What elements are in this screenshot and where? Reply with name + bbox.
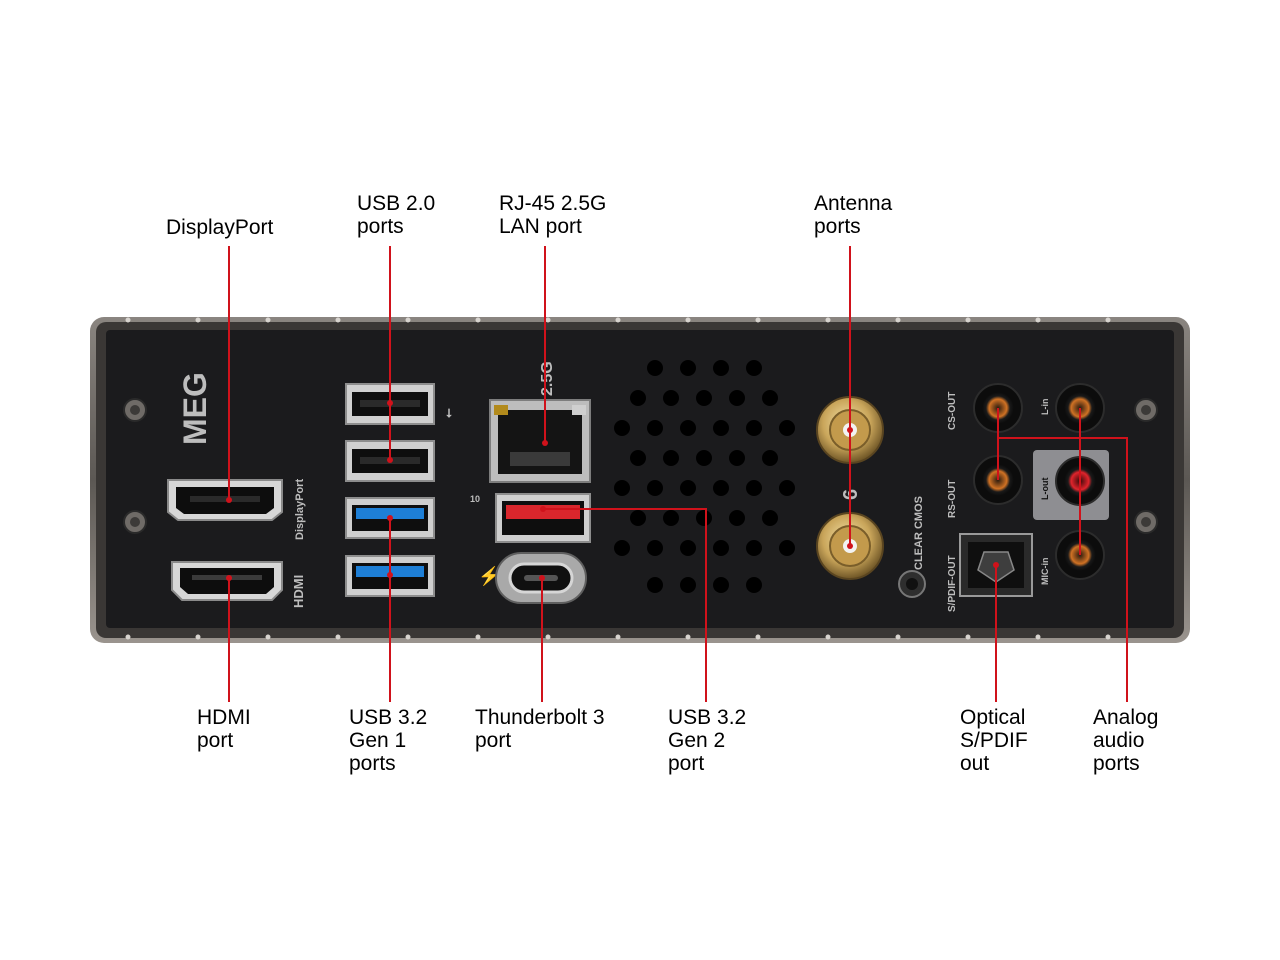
label-analog-audio: Analog audio ports [1093, 706, 1159, 775]
hdmi-silkscreen: HDMI [291, 575, 306, 608]
leader-usb32g2 [543, 508, 707, 702]
cs-out-silkscreen: CS-OUT [947, 392, 958, 430]
audio-jack-l-out: L-out [1033, 450, 1109, 520]
hdmi-connector [171, 561, 283, 601]
usb-symbol-icon: ⭠ [441, 408, 455, 418]
leader-analog [998, 437, 1128, 702]
screw-icon [123, 510, 147, 534]
label-antenna-ports: Antenna ports [814, 192, 893, 238]
leader-endpoints [226, 400, 999, 581]
label-usb20-ports: USB 2.0 ports [357, 192, 436, 238]
usb32-gen2-port [495, 493, 591, 543]
frame-rivets [125, 317, 1111, 640]
mounting-screws [123, 398, 1158, 534]
label-optical-spdif: Optical S/PDIF out [960, 706, 1028, 775]
label-usb32-gen2: USB 3.2 Gen 2 port [668, 706, 747, 775]
leader-lines [228, 246, 1128, 702]
rj45-lan-connector [489, 399, 591, 483]
displayport-connector [167, 479, 283, 521]
label-usb32-gen1: USB 3.2 Gen 1 ports [349, 706, 428, 775]
l-in-silkscreen: L-in [1040, 399, 1050, 416]
label-hdmi-port: HDMI port [197, 706, 251, 752]
displayport-silkscreen: DisplayPort [294, 479, 306, 540]
meg-logo: MEG [177, 372, 213, 445]
mic-in-silkscreen: MIC-in [1040, 558, 1050, 586]
lan-led-icon [494, 405, 508, 415]
ventilation-grille [614, 360, 795, 593]
lan-speed-silkscreen: 2.5G [539, 361, 556, 396]
lan-led-icon [572, 405, 586, 415]
label-thunderbolt3: Thunderbolt 3 port [475, 706, 605, 752]
l-out-silkscreen: L-out [1040, 478, 1050, 501]
clear-cmos-silkscreen: CLEAR CMOS [913, 496, 925, 570]
screw-icon [1134, 510, 1158, 534]
usb10-silkscreen: 10 [470, 494, 480, 504]
screw-icon [123, 398, 147, 422]
screw-icon [1134, 398, 1158, 422]
thunderbolt-bolt-icon: ⚡ [478, 565, 500, 587]
spdif-out-silkscreen: S/PDIF-OUT [947, 555, 958, 612]
label-rj45-lan: RJ-45 2.5G LAN port [499, 192, 607, 238]
label-displayport: DisplayPort [166, 216, 274, 239]
rs-out-silkscreen: RS-OUT [947, 480, 958, 518]
clear-cmos-button [898, 570, 926, 598]
